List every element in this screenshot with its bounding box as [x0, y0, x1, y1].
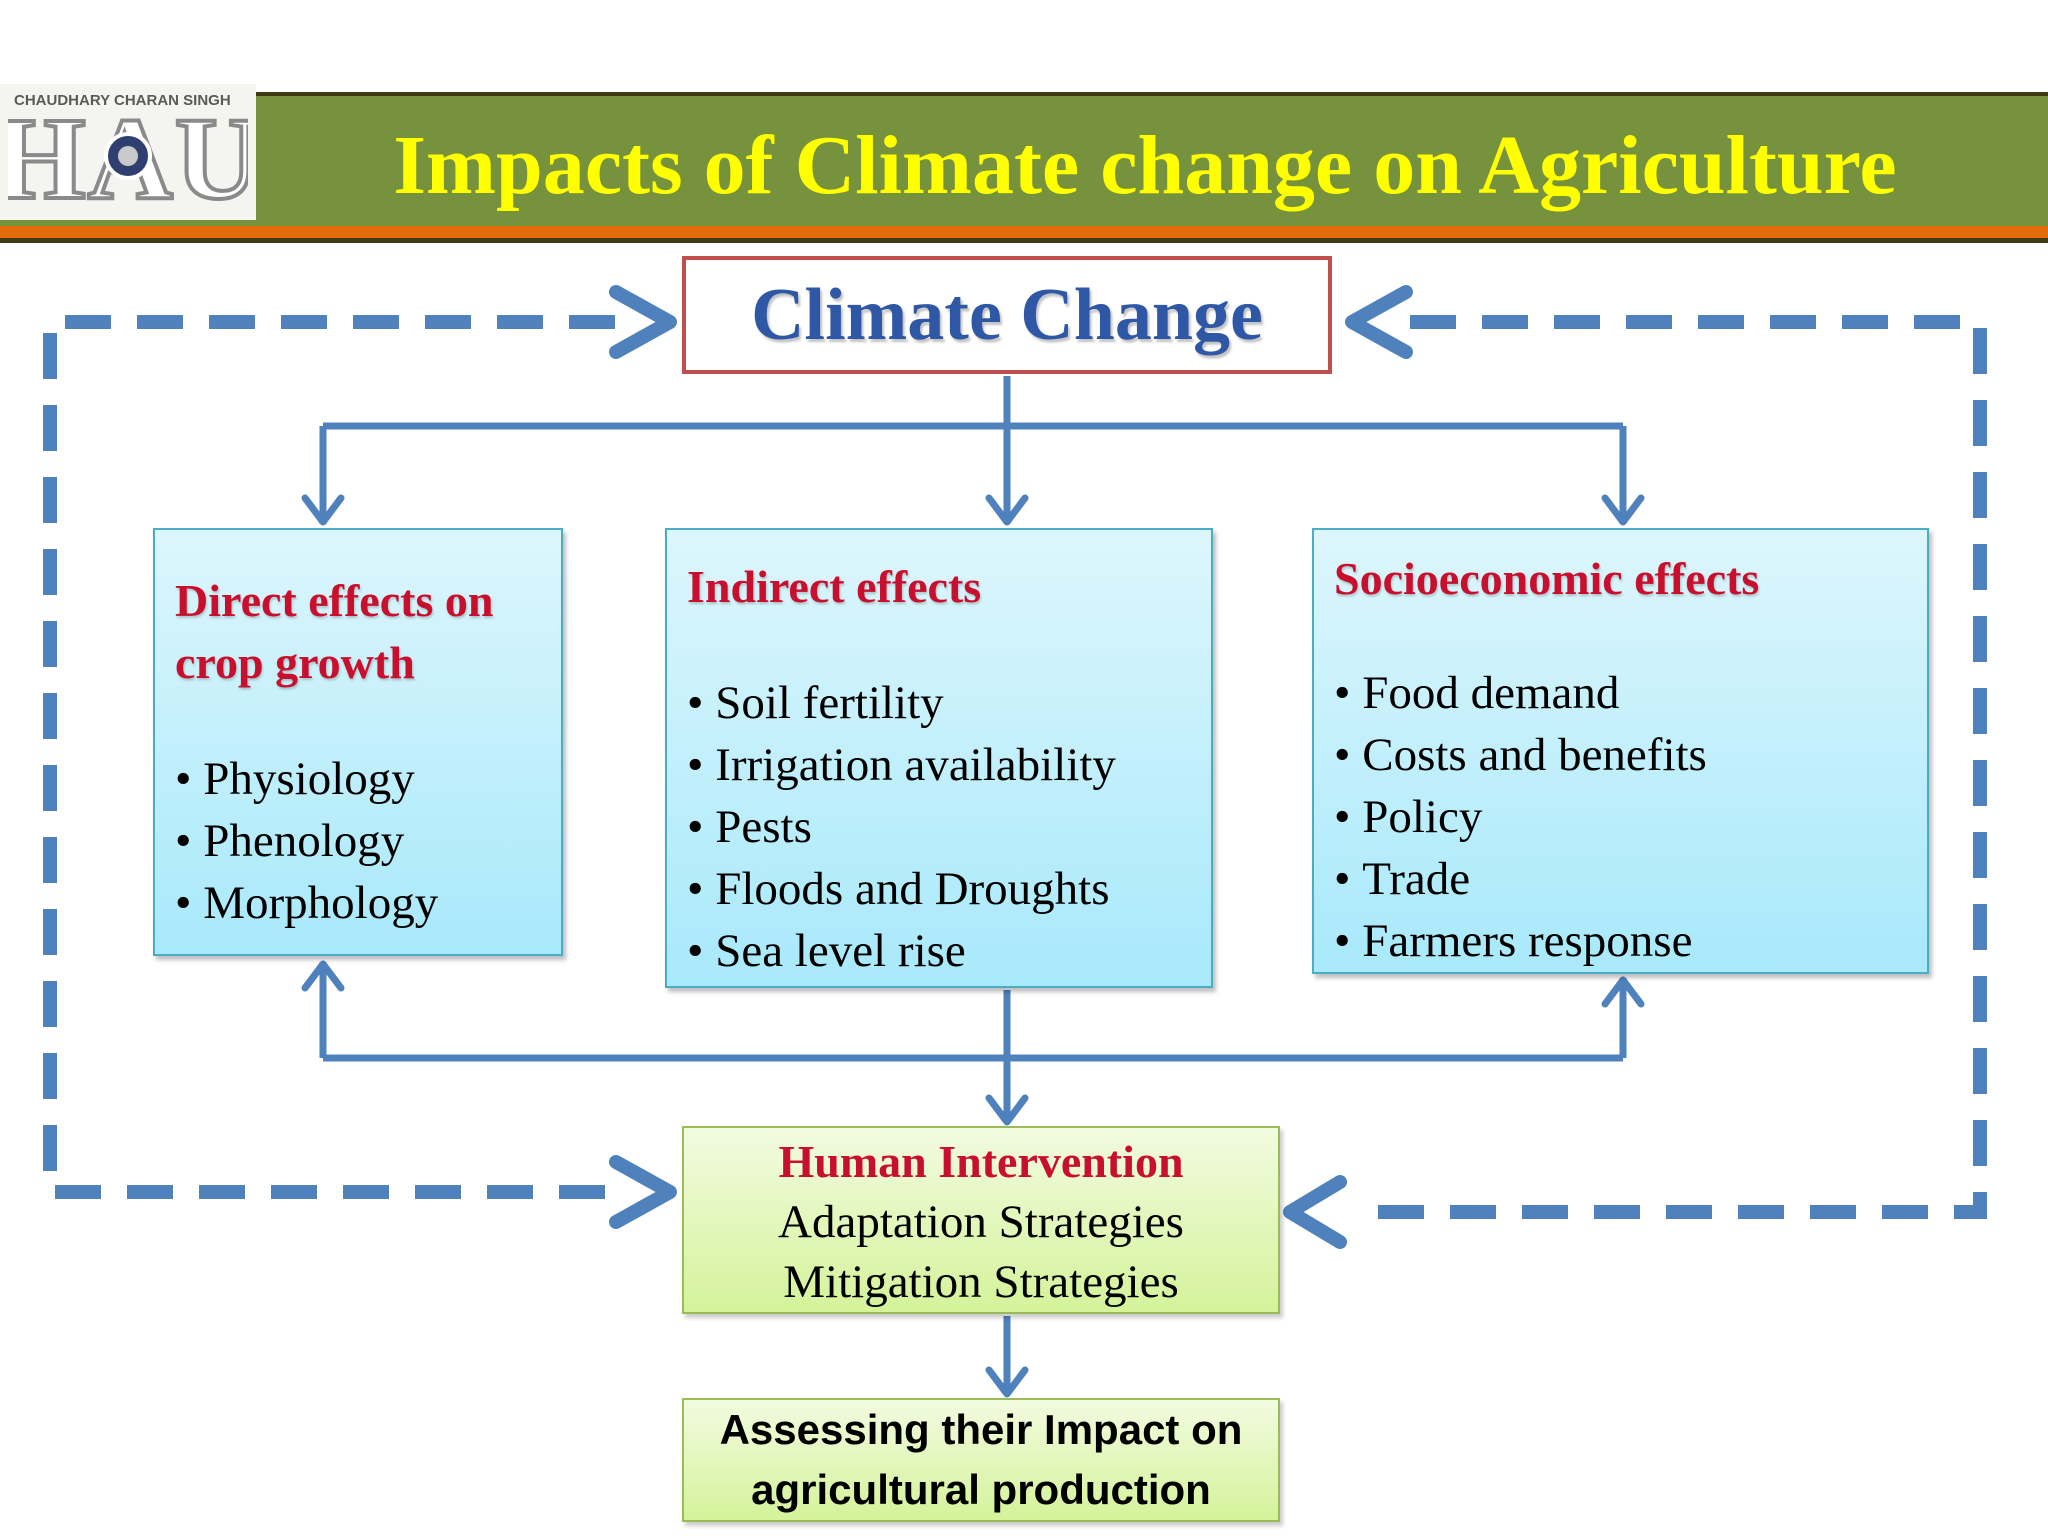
- header-band: [0, 96, 2048, 242]
- direct-effects-heading: Direct effects on crop growth: [175, 570, 493, 694]
- mitigation-strategies-label: Mitigation Strategies: [783, 1256, 1179, 1308]
- assessment-box: [682, 1398, 1280, 1522]
- arrowhead-direct-up: [301, 960, 345, 992]
- feedback-arrowhead-human-left: [609, 1155, 677, 1229]
- indirect-effects-box: Indirect effects Soil fertility Irrigati…: [665, 528, 1213, 988]
- socioeconomic-effects-list: Food demand Costs and benefits Policy Tr…: [1334, 662, 1707, 972]
- assessment-label-line2: agricultural production: [751, 1466, 1211, 1513]
- assessment-label-line1: Assessing their Impact on: [719, 1406, 1243, 1453]
- list-item: Physiology: [175, 748, 438, 810]
- logo-letters: HAU: [8, 104, 248, 208]
- slide-title: Impacts of Climate change on Agriculture: [393, 119, 1897, 212]
- indirect-effects-list: Soil fertility Irrigation availability P…: [687, 672, 1116, 982]
- arrowhead-assess: [985, 1366, 1029, 1398]
- arrowhead-socio: [1601, 494, 1645, 526]
- header-top-rule: [0, 92, 2048, 98]
- arrowhead-indirect: [985, 494, 1029, 526]
- list-item: Morphology: [175, 872, 438, 934]
- feedback-right-loop: [1365, 315, 1987, 1219]
- list-item: Irrigation availability: [687, 734, 1116, 796]
- list-item: Floods and Droughts: [687, 858, 1116, 920]
- arrowhead-socio-up: [1601, 976, 1645, 1008]
- arrowhead-human: [985, 1094, 1029, 1126]
- climate-change-box: [682, 256, 1332, 374]
- list-item: Farmers response: [1334, 910, 1707, 972]
- header-bottom-rule: [0, 238, 2048, 243]
- feedback-arrowhead-climate-left: [609, 285, 677, 359]
- direct-effects-list: Physiology Phenology Morphology: [175, 748, 438, 934]
- list-item: Sea level rise: [687, 920, 1116, 982]
- climate-change-label: Climate Change: [751, 274, 1263, 356]
- list-item: Soil fertility: [687, 672, 1116, 734]
- human-intervention-title: Human Intervention: [778, 1136, 1184, 1187]
- adaptation-strategies-label: Adaptation Strategies: [778, 1196, 1184, 1248]
- list-item: Phenology: [175, 810, 438, 872]
- list-item: Food demand: [1334, 662, 1707, 724]
- list-item: Trade: [1334, 848, 1707, 910]
- human-intervention-box: [682, 1126, 1280, 1314]
- logo-letters-icon: HAU: [8, 104, 248, 208]
- arrowhead-direct: [301, 494, 345, 526]
- socioeconomic-effects-box: Socioeconomic effects Food demand Costs …: [1312, 528, 1929, 974]
- logo-caption: CHAUDHARY CHARAN SINGH: [14, 92, 231, 109]
- header-orange-stripe: [0, 226, 2048, 240]
- feedback-arrowhead-human-right: [1283, 1175, 1347, 1249]
- direct-effects-heading-line1: Direct effects on: [175, 575, 494, 626]
- socioeconomic-effects-heading: Socioeconomic effects: [1334, 553, 1760, 604]
- direct-effects-box: Direct effects on crop growth Physiology…: [153, 528, 563, 956]
- assessment-label: Assessing their Impact on agricultural p…: [682, 1400, 1280, 1520]
- university-logo: CHAUDHARY CHARAN SINGH HAU: [0, 84, 256, 220]
- direct-effects-heading-line2: crop growth: [175, 637, 415, 688]
- list-item: Policy: [1334, 786, 1707, 848]
- feedback-arrowhead-climate-right: [1345, 285, 1413, 359]
- indirect-effects-heading: Indirect effects: [687, 561, 982, 612]
- list-item: Costs and benefits: [1334, 724, 1707, 786]
- list-item: Pests: [687, 796, 1116, 858]
